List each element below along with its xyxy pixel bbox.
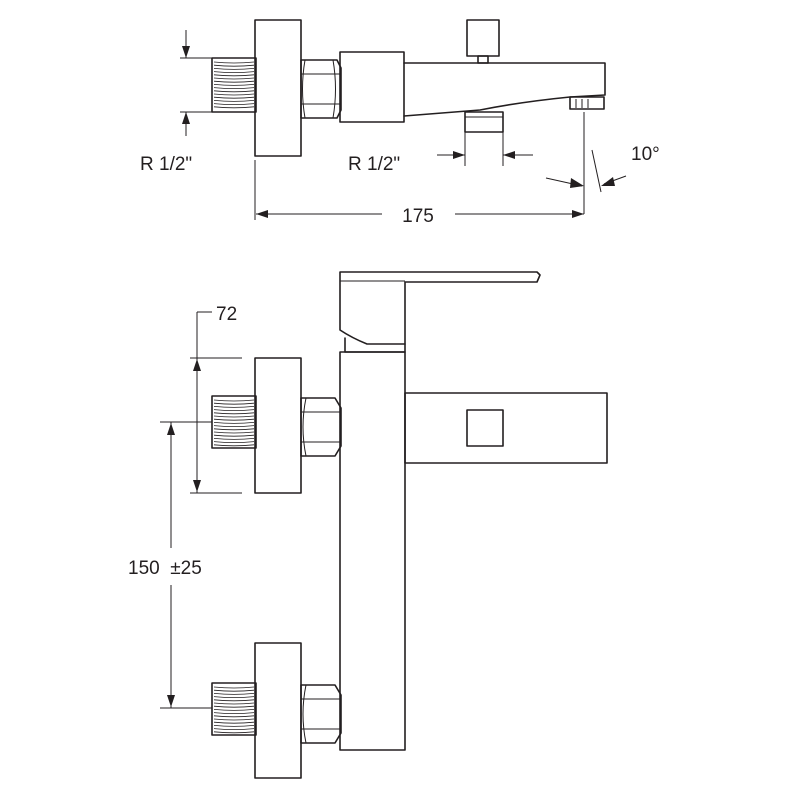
front-main-body bbox=[339, 351, 406, 751]
top-wall-flange bbox=[254, 19, 302, 157]
upper-wall-flange bbox=[254, 357, 302, 494]
inlet-thread-label: R 1/2" bbox=[140, 154, 192, 175]
top-spout-aerator bbox=[569, 96, 605, 110]
spout-angle-dimension: 10° bbox=[545, 112, 660, 214]
wall-projection-dimension: 72 bbox=[190, 304, 242, 494]
front-diverter-square bbox=[466, 409, 504, 447]
front-spout bbox=[404, 392, 608, 464]
lower-inlet bbox=[211, 642, 342, 779]
top-spout bbox=[403, 62, 606, 117]
wall-projection-label: 72 bbox=[216, 304, 237, 325]
upper-inlet bbox=[211, 357, 342, 494]
inlet-centers-label: 150 ±25 bbox=[128, 558, 202, 579]
inlet-centers-dimension: 150 ±25 bbox=[128, 421, 212, 709]
outlet-thread-dimension: R 1/2" bbox=[348, 132, 533, 175]
spout-angle-label: 10° bbox=[631, 144, 660, 165]
top-diverter-knob bbox=[466, 19, 500, 57]
top-shower-outlet bbox=[464, 111, 504, 133]
top-threaded-inlet bbox=[211, 57, 257, 113]
upper-hex-nut bbox=[300, 397, 342, 457]
top-hex-nut bbox=[300, 59, 342, 119]
lower-wall-flange bbox=[254, 642, 302, 779]
overall-length-label: 175 bbox=[402, 206, 434, 227]
overall-length-dimension: 175 bbox=[254, 160, 584, 227]
top-body-block bbox=[339, 51, 405, 123]
outlet-thread-label: R 1/2" bbox=[348, 154, 400, 175]
lower-hex-nut bbox=[300, 684, 342, 744]
front-lever-handle bbox=[339, 271, 541, 353]
front-view: 72 150 ±25 bbox=[128, 271, 608, 779]
inlet-thread-dimension: R 1/2" bbox=[140, 30, 212, 175]
top-view: R 1/2" R 1/2" 10° bbox=[140, 19, 660, 227]
